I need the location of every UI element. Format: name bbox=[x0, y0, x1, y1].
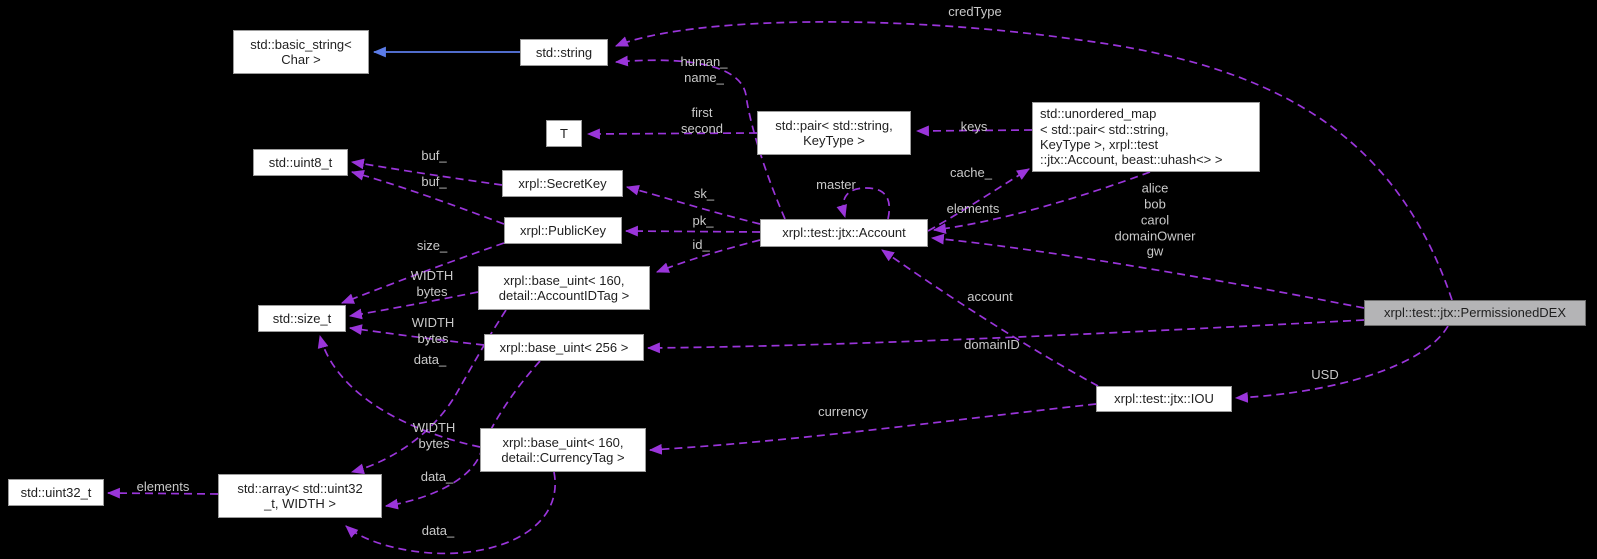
edge-domainid bbox=[646, 319, 1365, 354]
edge-data3 bbox=[345, 471, 556, 555]
node-public-key[interactable]: xrpl::PublicKey bbox=[504, 217, 622, 244]
edge-first-second bbox=[586, 128, 758, 140]
edge-width-bytes2 bbox=[348, 324, 485, 346]
edge-id bbox=[655, 239, 761, 273]
node-std-basic-string[interactable]: std::basic_string< Char > bbox=[233, 30, 369, 74]
edge-cache bbox=[927, 168, 1030, 232]
node-std-size-t[interactable]: std::size_t bbox=[258, 305, 346, 332]
node-base-uint-account-id[interactable]: xrpl::base_uint< 160, detail::AccountIDT… bbox=[478, 266, 650, 310]
node-std-uint32-t[interactable]: std::uint32_t bbox=[8, 479, 104, 506]
edge-buf2 bbox=[350, 170, 505, 225]
edge-account-members bbox=[930, 233, 1365, 309]
node-std-array[interactable]: std::array< std::uint32 _t, WIDTH > bbox=[218, 474, 382, 518]
edge-account-ref bbox=[881, 249, 1099, 387]
edge-width-bytes1 bbox=[348, 291, 479, 320]
edge-usd bbox=[1234, 325, 1449, 403]
node-std-string[interactable]: std::string bbox=[520, 39, 608, 66]
node-iou[interactable]: xrpl::test::jtx::IOU bbox=[1096, 386, 1232, 412]
edge-elements-array bbox=[106, 487, 219, 499]
edge-keys bbox=[915, 125, 1033, 137]
edge-master-selfloop bbox=[836, 187, 891, 220]
edge-width-bytes3 bbox=[317, 334, 481, 448]
edge-credtype bbox=[614, 21, 1453, 301]
node-std-pair[interactable]: std::pair< std::string, KeyType > bbox=[757, 111, 911, 155]
node-std-uint8-t[interactable]: std::uint8_t bbox=[253, 149, 348, 176]
edge-sk bbox=[625, 184, 761, 225]
node-account[interactable]: xrpl::test::jtx::Account bbox=[760, 219, 928, 247]
edge-pk bbox=[624, 225, 761, 237]
node-base-uint-256[interactable]: xrpl::base_uint< 256 > bbox=[484, 334, 644, 361]
edge-elements-map bbox=[932, 171, 1151, 234]
edge-size bbox=[340, 242, 505, 304]
node-template-t[interactable]: T bbox=[546, 120, 582, 147]
edge-buf1 bbox=[350, 158, 503, 186]
node-permissioned-dex[interactable]: xrpl::test::jtx::PermissionedDEX bbox=[1364, 300, 1586, 326]
node-std-unordered-map[interactable]: std::unordered_map < std::pair< std::str… bbox=[1032, 102, 1260, 172]
edge-currency bbox=[648, 403, 1097, 455]
edge-human-name bbox=[614, 55, 786, 220]
node-base-uint-currency[interactable]: xrpl::base_uint< 160, detail::CurrencyTa… bbox=[480, 428, 646, 472]
node-secret-key[interactable]: xrpl::SecretKey bbox=[502, 170, 623, 197]
